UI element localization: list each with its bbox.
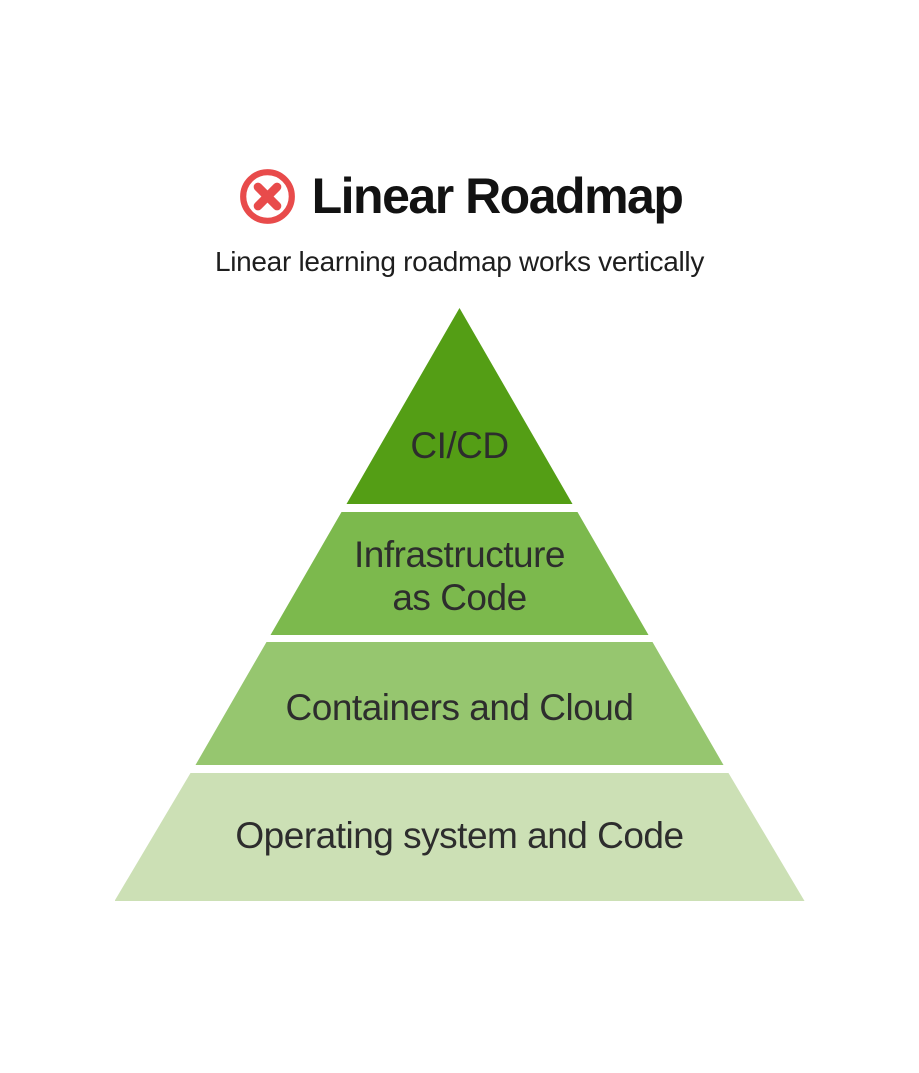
pyramid-level-operating-system-and-code — [114, 773, 805, 901]
pyramid-level-label: Infrastructure as Code — [354, 534, 565, 618]
page-title: Linear Roadmap — [311, 168, 684, 224]
pyramid-level-containers-and-cloud — [195, 642, 724, 765]
pyramid-level-label: Operating system and Code — [235, 815, 684, 856]
pyramid-level-label: CI/CD — [410, 425, 509, 466]
pyramid: CI/CD Infrastructure as Code Containers … — [114, 308, 805, 901]
subtitle: Linear learning roadmap works vertically — [214, 246, 705, 277]
crossed-circle-icon — [237, 166, 298, 227]
pyramid-level-infrastructure-as-code — [270, 512, 649, 635]
title-row: Linear Roadmap — [0, 164, 919, 228]
header: Linear Roadmap Linear learning roadmap w… — [0, 0, 919, 280]
pyramid-level-label: Containers and Cloud — [285, 687, 634, 728]
